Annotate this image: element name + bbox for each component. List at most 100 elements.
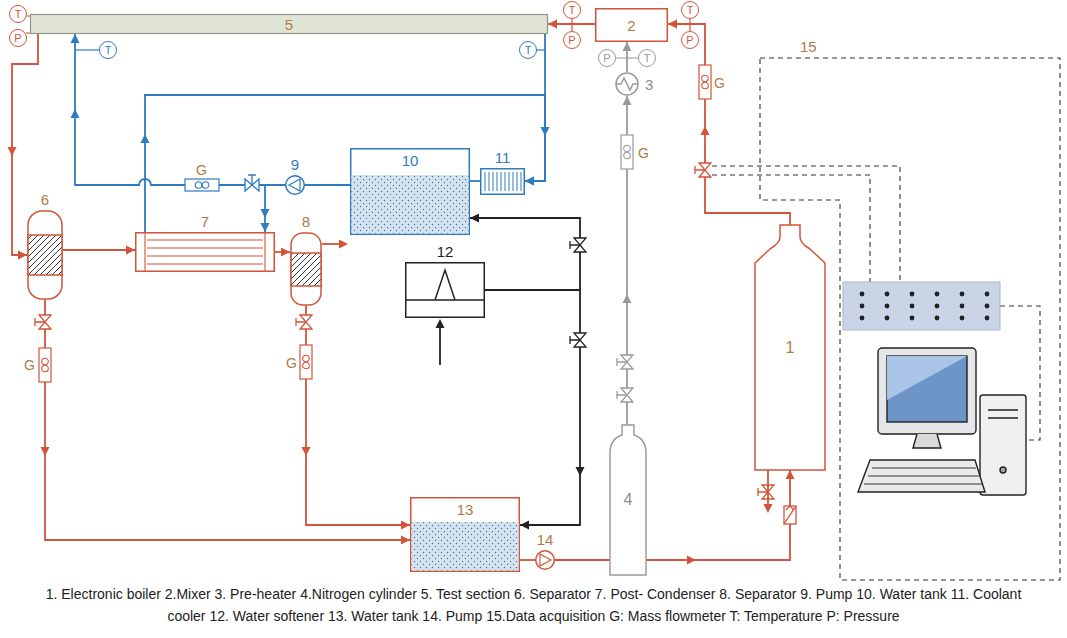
flow-arrows-part: [71, 109, 80, 118]
arrow-head: [126, 246, 135, 255]
cooler-box-outline-part: [481, 169, 525, 195]
pipe-line: [470, 218, 580, 290]
water-tank: 10: [350, 148, 470, 235]
pipe-connector: [623, 42, 632, 72]
separator-vessel-outline-part: [291, 253, 321, 286]
arrow-head: [71, 34, 80, 43]
sensor-letter: T: [525, 45, 532, 56]
sensor-circle: T: [563, 1, 581, 19]
test-section-outline-part: [31, 15, 548, 34]
callout-number: 14: [537, 532, 554, 547]
flowmeter-symbols-part: [300, 345, 312, 379]
flow-arrows-part: [41, 447, 50, 456]
acquisition-panel-part: [843, 282, 1000, 330]
test-section: 5: [30, 14, 548, 34]
water-tank-outline-part: [412, 522, 519, 571]
pipe-connector: [470, 181, 480, 182]
preheater-symbol: 3: [615, 72, 639, 96]
pipe-connector: [145, 95, 545, 232]
flowmeter-label: G: [638, 146, 649, 160]
nitrogen-cylinder-outline-part: [610, 425, 646, 575]
pipe-connector: [555, 470, 795, 560]
arrow-head: [18, 251, 27, 260]
flowmeter-label: G: [196, 163, 207, 177]
pipe-line: [45, 300, 410, 540]
pipe-connector: [520, 560, 535, 561]
flow-arrows-part: [701, 126, 710, 135]
valve-symbols-part: [245, 175, 259, 191]
vent-and-drain-lines-part: [436, 319, 445, 328]
sensor-circle: P: [563, 31, 581, 49]
sensor-leaders-part: [537, 49, 545, 50]
callout-number: 4: [624, 492, 633, 508]
arrow-head: [520, 521, 529, 530]
flow-arrows-part: [302, 447, 311, 456]
mixer-box-outline-part: [596, 9, 668, 42]
flow-arrows-part: [8, 147, 17, 156]
valve-symbols-part: [695, 163, 711, 177]
pipe-connector: [63, 246, 135, 255]
acquisition-panel-part-part: [985, 304, 990, 309]
acquisition-panel-part-part: [935, 292, 940, 297]
acquisition-panel-part-part: [985, 292, 990, 297]
callout-number: 6: [41, 192, 49, 207]
sensor-leaders-part: [26, 16, 30, 33]
check-valve-part: [784, 506, 796, 524]
separator-vessel-outline: [290, 232, 322, 306]
sensor-letter: T: [15, 9, 22, 20]
softener-box-outline: [405, 262, 485, 318]
check-valve-part: [784, 506, 796, 524]
computer-illustration-part: [864, 468, 982, 484]
flowmeter-label: G: [286, 356, 297, 370]
softener-box-outline-part: [405, 270, 485, 300]
valve-symbols-part: [617, 355, 633, 369]
acquisition-panel-part-part: [985, 316, 990, 321]
computer-illustration-part: [988, 410, 1018, 418]
softener-box: 12: [405, 262, 485, 318]
callout-number: 15: [800, 39, 817, 54]
arrow-head: [401, 536, 410, 545]
pump-symbol-outline-part: [536, 551, 555, 570]
acquisition-panel-part-part: [960, 316, 965, 321]
boiler-vessel: 1: [755, 225, 825, 470]
softener-box-outline-part: [406, 263, 485, 318]
computer-illustration-part: [878, 348, 976, 434]
computer-illustration-part: [887, 356, 967, 400]
arrow-head: [548, 20, 557, 29]
separator-vessel-outline: [27, 210, 63, 300]
vent-and-drain-lines-part: [339, 240, 348, 249]
pipe-connector: [275, 248, 290, 257]
pipe-connector: [261, 185, 286, 232]
acquisition-panel-part-part: [885, 304, 890, 309]
cooler-box-outline-part: [485, 172, 521, 191]
acquisition-panel-part-part: [960, 292, 965, 297]
pump-symbol-outline: [535, 550, 555, 570]
flowmeter-symbols: [39, 65, 711, 382]
computer-illustration: [858, 348, 1026, 495]
computer-illustration-part: [887, 356, 967, 422]
acquisition-panel-part-part: [860, 292, 865, 297]
arrow-head: [261, 223, 270, 232]
pipe-line: [485, 290, 580, 525]
acquisition-panel-part-part: [910, 316, 915, 321]
pipe-connector: [45, 300, 410, 545]
vent-and-drain-lines-part: [767, 470, 769, 505]
callout-number: 13: [457, 502, 474, 517]
flowmeter-symbols-part: [185, 179, 219, 191]
flow-arrows-part: [261, 209, 270, 218]
sensor-letter: T: [687, 5, 694, 16]
arrow-head: [623, 96, 632, 105]
preheater-symbol-outline-part: [616, 78, 638, 90]
acquisition-panel-part-part: [910, 304, 915, 309]
sensor-circle: P: [9, 29, 27, 47]
pipe-connector: [305, 185, 350, 186]
valve-symbols-part: [35, 315, 51, 329]
figure-caption: 1. Electronic boiler 2.Mixer 3. Pre-heat…: [0, 583, 1067, 628]
acquisition-panel: [843, 282, 1000, 330]
pipe-line: [668, 24, 790, 225]
valve-symbols-part: [617, 388, 633, 402]
callout-number: 5: [285, 17, 293, 32]
acquisition-region: 15: [760, 58, 1060, 580]
valve-symbols-part: [570, 238, 586, 252]
arrow-head: [525, 177, 534, 186]
